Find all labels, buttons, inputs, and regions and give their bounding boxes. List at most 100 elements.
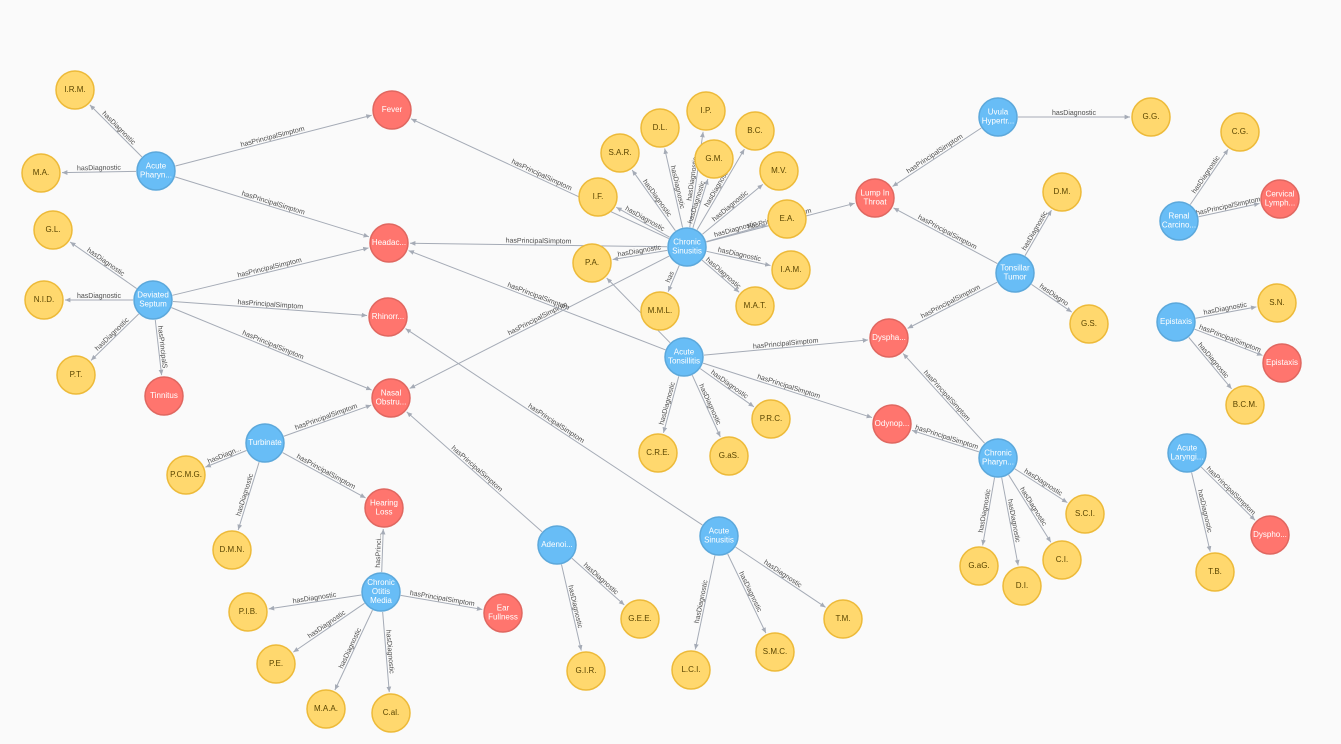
disease-circle[interactable] bbox=[537, 525, 577, 565]
edge-line[interactable] bbox=[1189, 149, 1229, 205]
relationship-edge[interactable]: hasPrincipalSimptom bbox=[907, 281, 998, 329]
diagnostic-node-maa[interactable]: M.A.A. bbox=[306, 689, 346, 729]
diagnostic-circle[interactable] bbox=[1220, 112, 1260, 152]
relationship-edge[interactable]: hasDiagnostic bbox=[701, 257, 742, 293]
diagnostic-circle[interactable] bbox=[33, 210, 73, 250]
edge-line[interactable] bbox=[911, 429, 980, 453]
relationship-edge[interactable]: hasDiagnostic bbox=[1188, 337, 1232, 390]
edge-line[interactable] bbox=[1188, 337, 1232, 390]
symptom-node-rhinorr[interactable]: Rhinorr... bbox=[368, 297, 408, 337]
symptom-circle[interactable] bbox=[1262, 343, 1302, 383]
edge-line[interactable] bbox=[1008, 474, 1052, 543]
relationship-edge[interactable]: hasPrincipalSimptom bbox=[283, 403, 372, 437]
edge-line[interactable] bbox=[406, 411, 543, 533]
disease-node-uvula[interactable]: UvulaHypertr... bbox=[978, 97, 1018, 137]
edge-line[interactable] bbox=[409, 255, 670, 389]
edge-line[interactable] bbox=[694, 555, 716, 650]
diagnostic-circle[interactable] bbox=[759, 151, 799, 191]
diagnostic-node-ma[interactable]: M.A. bbox=[21, 153, 61, 193]
relationship-edge[interactable]: hasPrincipalSimptom bbox=[1195, 196, 1261, 218]
disease-circle[interactable] bbox=[699, 516, 739, 556]
diagnostic-circle[interactable] bbox=[578, 177, 618, 217]
edge-line[interactable] bbox=[706, 223, 767, 243]
disease-circle[interactable] bbox=[664, 337, 704, 377]
edge-line[interactable] bbox=[727, 553, 767, 634]
relationship-edge[interactable]: hasPrincipalSimptom bbox=[174, 176, 370, 238]
edge-line[interactable] bbox=[69, 241, 137, 289]
symptom-circle[interactable] bbox=[869, 318, 909, 358]
edge-line[interactable] bbox=[334, 609, 373, 691]
disease-node-adenoi[interactable]: Adenoi... bbox=[537, 525, 577, 565]
edge-line[interactable] bbox=[405, 328, 703, 526]
diagnostic-node-iam[interactable]: I.A.M. bbox=[771, 250, 811, 290]
edge-line[interactable] bbox=[893, 207, 998, 264]
edge-line[interactable] bbox=[61, 170, 137, 175]
symptom-node-headac[interactable]: Headac... bbox=[369, 223, 409, 263]
symptom-node-nasal[interactable]: NasalObstru... bbox=[371, 378, 411, 418]
diagnostic-node-gee[interactable]: G.E.E. bbox=[620, 599, 660, 639]
disease-node-acute-pharyn[interactable]: AcutePharyn... bbox=[136, 151, 176, 191]
diagnostic-node-smc[interactable]: S.M.C. bbox=[755, 632, 795, 672]
diagnostic-circle[interactable] bbox=[638, 433, 678, 473]
diagnostic-node-mml[interactable]: M.M.L. bbox=[640, 291, 680, 331]
diagnostic-circle[interactable] bbox=[21, 153, 61, 193]
diagnostic-circle[interactable] bbox=[212, 530, 252, 570]
diagnostic-circle[interactable] bbox=[735, 286, 775, 326]
disease-circle[interactable] bbox=[978, 438, 1018, 478]
diagnostic-node-if[interactable]: I.F. bbox=[578, 177, 618, 217]
diagnostic-node-bcm[interactable]: B.C.M. bbox=[1225, 385, 1265, 425]
diagnostic-node-dm[interactable]: D.M. bbox=[1042, 172, 1082, 212]
edge-line[interactable] bbox=[907, 281, 998, 329]
diagnostic-circle[interactable] bbox=[1225, 385, 1265, 425]
edge-line[interactable] bbox=[612, 249, 668, 261]
relationship-edge[interactable]: hasDiagnostic bbox=[1021, 210, 1052, 256]
disease-circle[interactable] bbox=[978, 97, 1018, 137]
diagnostic-node-gg[interactable]: G.G. bbox=[1131, 97, 1171, 137]
diagnostic-node-sar[interactable]: S.A.R. bbox=[600, 133, 640, 173]
diagnostic-circle[interactable] bbox=[959, 546, 999, 586]
diagnostic-circle[interactable] bbox=[671, 650, 711, 690]
symptom-circle[interactable] bbox=[372, 90, 412, 130]
relationship-edge[interactable]: has bbox=[665, 265, 680, 292]
relationship-edge[interactable]: hasDiagnostic bbox=[727, 553, 767, 634]
edge-line[interactable] bbox=[691, 375, 721, 438]
diagnostic-node-dl[interactable]: D.L. bbox=[640, 108, 680, 148]
edge-line[interactable] bbox=[205, 450, 247, 468]
edge-line[interactable] bbox=[154, 319, 164, 376]
relationship-edge[interactable]: hasPrincipalSimptom bbox=[172, 246, 369, 296]
diagnostic-node-tb[interactable]: T.B. bbox=[1195, 552, 1235, 592]
diagnostic-circle[interactable] bbox=[1069, 304, 1109, 344]
relationship-edge[interactable]: hasPrincipalSimptom bbox=[409, 255, 670, 389]
relationship-edge[interactable]: hasPrincipalSimptom bbox=[171, 307, 372, 391]
diagnostic-circle[interactable] bbox=[1195, 552, 1235, 592]
symptom-node-odynop[interactable]: Odynop... bbox=[872, 404, 912, 444]
diagnostic-circle[interactable] bbox=[1042, 540, 1082, 580]
diagnostic-node-pe[interactable]: P.E. bbox=[256, 644, 296, 684]
symptom-circle[interactable] bbox=[144, 376, 184, 416]
diagnostic-node-cal[interactable]: C.al. bbox=[371, 693, 411, 733]
diagnostic-circle[interactable] bbox=[166, 455, 206, 495]
symptom-circle[interactable] bbox=[483, 593, 523, 633]
relationship-edge[interactable]: hasDiagno bbox=[1031, 283, 1072, 313]
diagnostic-node-gl[interactable]: G.L. bbox=[33, 210, 73, 250]
diagnostic-node-ip[interactable]: I.P. bbox=[686, 91, 726, 131]
symptom-circle[interactable] bbox=[369, 223, 409, 263]
diagnostic-node-pa[interactable]: P.A. bbox=[572, 243, 612, 283]
disease-circle[interactable] bbox=[361, 572, 401, 612]
relationship-edge[interactable]: hasDiagnostic bbox=[978, 477, 996, 546]
relationship-edge[interactable]: hasPrincipalSimptom bbox=[408, 250, 666, 351]
diagnostic-circle[interactable] bbox=[755, 632, 795, 672]
disease-circle[interactable] bbox=[667, 227, 707, 267]
edge-line[interactable] bbox=[702, 362, 873, 419]
disease-circle[interactable] bbox=[1159, 201, 1199, 241]
diagnostic-node-mat[interactable]: M.A.T. bbox=[735, 286, 775, 326]
relationship-edge[interactable]: hasPrincipalSimptom bbox=[409, 238, 668, 248]
diagnostic-circle[interactable] bbox=[1065, 494, 1105, 534]
symptom-node-epistaxis-s[interactable]: Epistaxis bbox=[1262, 343, 1302, 383]
relationship-edge[interactable]: hasDiagnostic bbox=[268, 592, 362, 611]
edge-line[interactable] bbox=[282, 452, 366, 499]
